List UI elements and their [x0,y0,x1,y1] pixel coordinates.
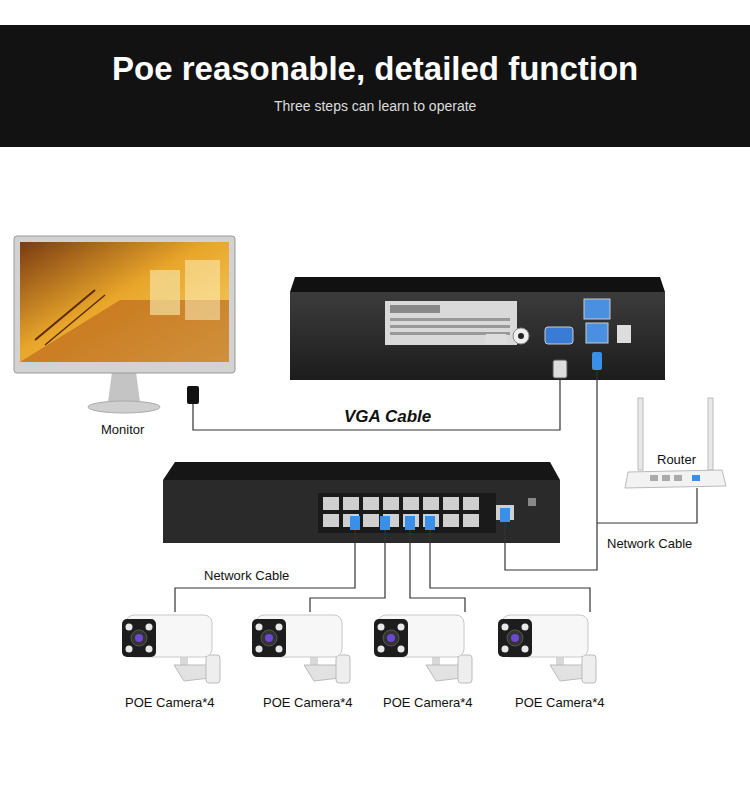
monitor-figure [14,236,235,413]
subtitle-text: Three steps can learn to operate [274,98,476,114]
nvr-figure [290,277,665,380]
device-label: Router [654,451,699,468]
router-figure [625,398,726,488]
camera-label: POE Camera*4 [122,694,218,711]
cable-label: Network Cable [201,568,292,583]
camera-label: POE Camera*4 [260,694,356,711]
device-label: Monitor [98,421,147,438]
node-text: Monitor [101,422,144,437]
node-text: POE Camera*4 [263,695,353,710]
cable-label: Network Cable [604,536,695,551]
node-text: POE Camera*4 [515,695,605,710]
node-text: POE Camera*4 [125,695,215,710]
title-text: Poe reasonable, detailed function [112,50,638,88]
cable-label: VGA Cable [341,407,434,427]
node-text: POE Camera*4 [383,695,473,710]
cable-lines [175,370,697,612]
header-band [0,25,750,147]
camera-label: POE Camera*4 [512,694,608,711]
switch-figure [163,462,560,543]
camera-label: POE Camera*4 [380,694,476,711]
node-text: Router [657,452,696,467]
